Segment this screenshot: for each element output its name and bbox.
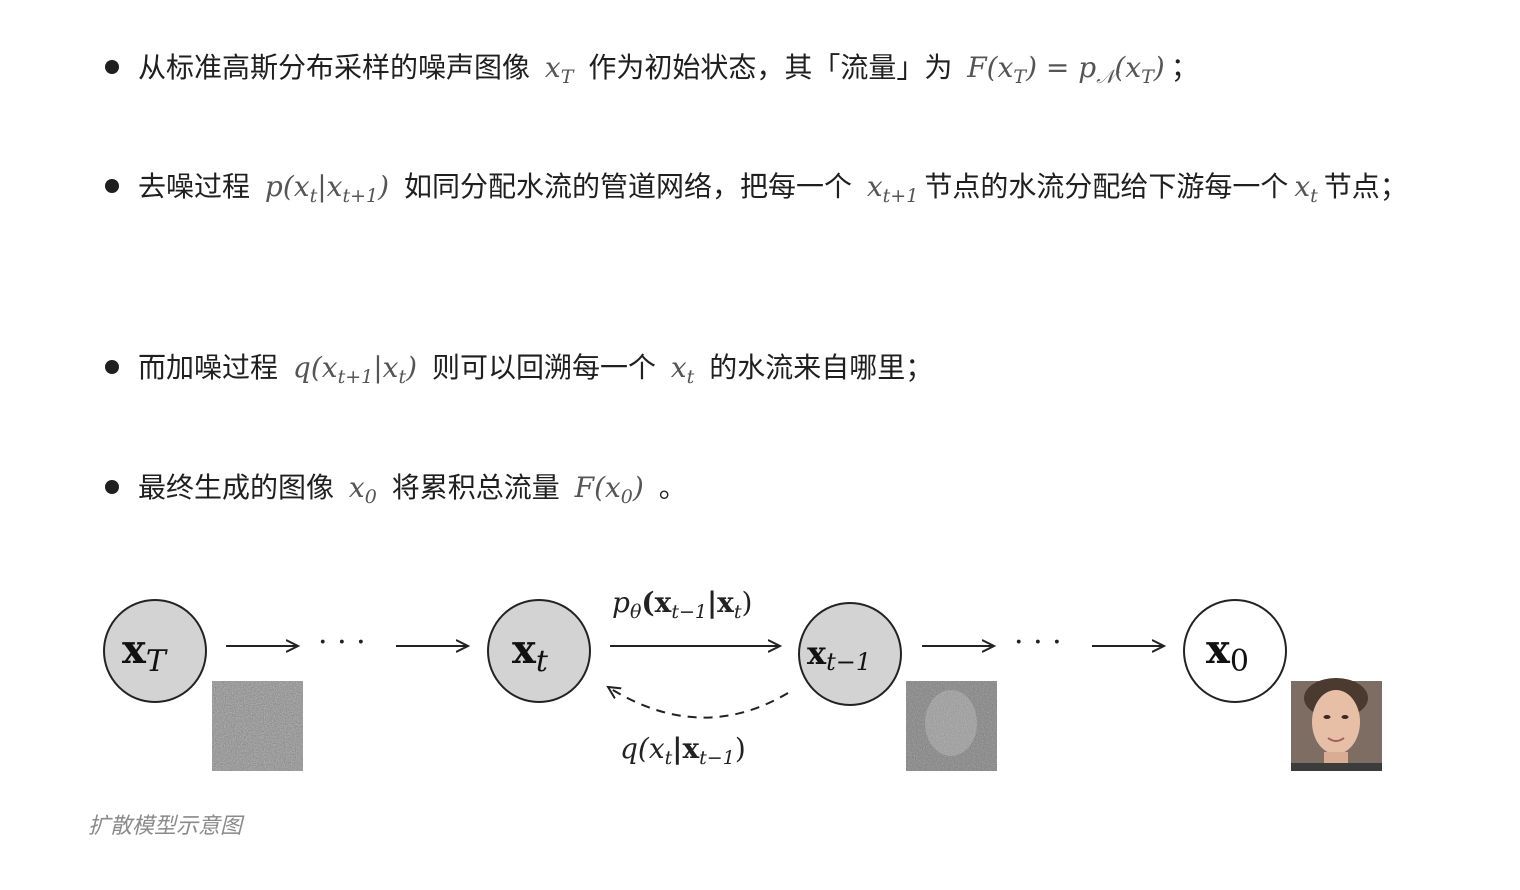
bullet-item-1: 从标准高斯分布采样的噪声图像 xT 作为初始状态，其「流量」为 F(xT) = …: [105, 38, 1425, 98]
math-x-0: x0: [348, 471, 377, 508]
svg-text:x0: x0: [1206, 626, 1249, 679]
text-segment: 去噪过程: [138, 170, 251, 203]
bullet-item-4: 最终生成的图像 x0 将累积总流量 F(x0) 。: [105, 458, 1425, 518]
node-x-T: xT: [103, 599, 207, 703]
bullet-item-3: 而加噪过程 q(xt+1|xt) 则可以回溯每一个 xt 的水流来自哪里；: [105, 338, 1425, 398]
figure-caption: 扩散模型示意图: [88, 814, 243, 839]
text-segment: 从标准高斯分布采样的噪声图像: [138, 51, 531, 84]
node-x-t: xt: [487, 599, 591, 703]
text-segment: 。: [658, 471, 687, 504]
ellipsis-left: · · ·: [318, 625, 366, 660]
dashed-arrow-backward: [608, 687, 789, 719]
bullet-dot: [105, 60, 119, 74]
math-F-x0: F(x0): [574, 471, 644, 508]
math-flow-formula: F(xT) = p𝒩(xT): [967, 51, 1165, 88]
text-segment: 节点的水流分配给下游每一个: [924, 170, 1289, 203]
text-segment: 节点；: [1323, 170, 1408, 203]
node-x-t-minus-1: xt−1: [798, 602, 902, 706]
text-segment: ；: [1170, 51, 1199, 84]
bullet-text: 而加噪过程 q(xt+1|xt) 则可以回溯每一个 xt 的水流来自哪里；: [138, 338, 1428, 398]
math-x-t-plus-1: xt+1: [866, 170, 919, 207]
text-segment: 作为初始状态，其「流量」为: [588, 51, 953, 84]
diffusion-diagram: xT · · · xt pθ(xt−1|xt) q(xt|xt−1) xt−1: [103, 586, 1382, 771]
svg-text:xt: xt: [512, 626, 549, 679]
face-image-clean: [1291, 678, 1382, 771]
bullet-dot: [105, 179, 119, 193]
svg-text:xT: xT: [122, 626, 168, 679]
math-denoise-p: p(xt|xt+1): [264, 170, 390, 207]
bullet-text: 最终生成的图像 x0 将累积总流量 F(x0) 。: [138, 458, 1428, 518]
noise-image-heavy: [212, 681, 303, 771]
math-x-T: xT: [544, 51, 574, 88]
svg-text:xt−1: xt−1: [807, 634, 871, 676]
bullet-dot: [105, 360, 119, 374]
text-segment: 最终生成的图像: [138, 471, 335, 504]
math-x-t: xt: [1294, 170, 1318, 207]
math-noise-q: q(xt+1|xt): [292, 351, 418, 388]
text-segment: 则可以回溯每一个: [431, 351, 656, 384]
math-x-t: xt: [670, 351, 695, 388]
text-segment: 将累积总流量: [391, 471, 560, 504]
ellipsis-right: · · ·: [1014, 625, 1062, 660]
bullet-text: 从标准高斯分布采样的噪声图像 xT 作为初始状态，其「流量」为 F(xT) = …: [138, 38, 1428, 98]
text-segment: 而加噪过程: [138, 351, 279, 384]
forward-label: pθ(xt−1|xt): [612, 586, 752, 623]
node-x-0: x0: [1183, 599, 1287, 703]
bullet-dot: [105, 480, 119, 494]
noise-image-face: [906, 681, 997, 771]
text-segment: 的水流来自哪里；: [709, 351, 934, 384]
backward-label: q(xt|xt−1): [620, 732, 746, 769]
text-segment: 如同分配水流的管道网络，把每一个: [403, 170, 852, 203]
